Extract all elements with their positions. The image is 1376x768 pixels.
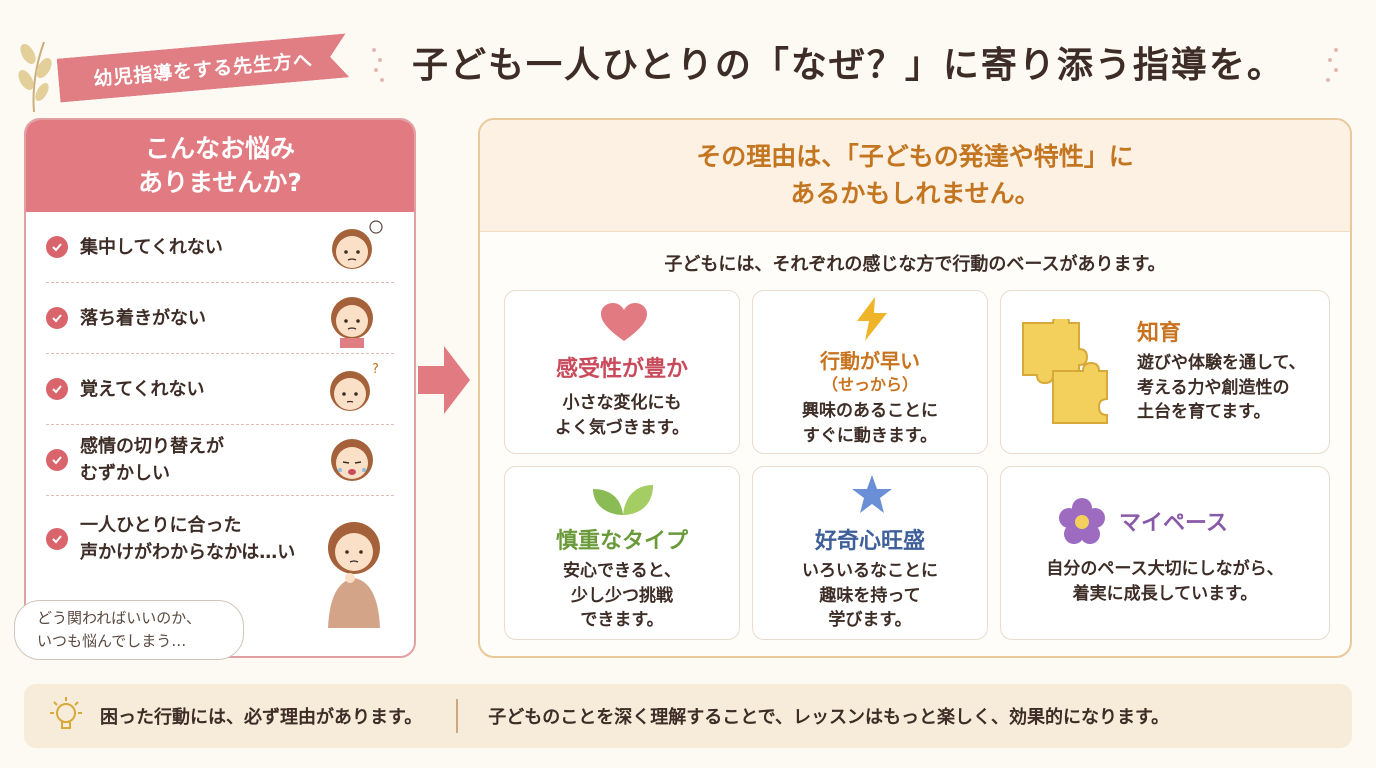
check-icon — [46, 236, 68, 258]
trait-desc: 遊びや体験を通して、 考える力や創造性の 土台を育てます。 — [1137, 353, 1306, 423]
trait-desc: 自分のペース大切にしながら、 着実に成長しています。 — [1046, 559, 1284, 604]
crying-child-icon — [331, 439, 373, 481]
leaf-icon — [18, 41, 52, 113]
trait-desc: 安心できると、 少し少つ挑戦 できます。 — [563, 561, 681, 631]
trait-card: 知育 遊びや体験を通して、 考える力や創造性の 土台を育てます。 — [1000, 290, 1330, 454]
check-icon — [46, 307, 68, 329]
star-icon — [852, 475, 892, 513]
page-title: 子ども一人ひとりの「なぜ？」に寄り添う指導を。 — [412, 44, 1285, 86]
worry-text: 集中してくれない — [80, 236, 223, 258]
reasons-panel: その理由は、「子どもの発達や特性」に あるかもしれません。 子どもには、それぞれ… — [478, 118, 1352, 658]
footer-divider — [456, 699, 459, 733]
worry-list: 集中してくれない 落ち着きがない 覚えてくれない — [26, 212, 414, 582]
child-face-icon — [331, 297, 373, 348]
trait-subtitle: （せっから） — [821, 375, 918, 394]
worry-text: 感情の切り替えが むずかしい — [80, 436, 224, 484]
audience-ribbon: 幼児指導をする先生方へ — [57, 33, 350, 102]
trait-title: 感受性が豊か — [555, 357, 688, 382]
trait-title: 慎重なタイプ — [555, 529, 688, 554]
sprout-icon — [593, 485, 653, 515]
worry-bubble: どう関わればいいのか、 いつも悩んでしまう… — [14, 600, 244, 660]
worry-item: 覚えてくれない ? — [46, 354, 394, 425]
heart-icon — [601, 303, 647, 341]
trait-desc: 興味のあることに すぐに動きます。 — [802, 401, 938, 446]
trait-title: マイペース — [1119, 511, 1228, 536]
trait-card: 慎重なタイプ 安心できると、 少し少つ挑戦 できます。 — [504, 466, 740, 640]
lightbulb-icon — [50, 697, 82, 729]
trait-card: 感受性が豊か 小さな変化にも よく気づきます。 — [504, 290, 740, 454]
worry-text: 一人ひとりに合った 声かけがわからなかは…い — [80, 515, 296, 563]
trait-title: 行動が早い — [820, 349, 920, 373]
flower-icon — [1059, 498, 1105, 544]
trait-card: マイペース 自分のペース大切にしながら、 着実に成長しています。 — [1000, 466, 1330, 640]
reasons-subheading: 子どもには、それぞれの感じな方で行動のベースがあります。 — [664, 254, 1166, 275]
trait-title: 好奇心旺盛 — [814, 529, 925, 554]
child-face-icon: ? — [330, 362, 379, 411]
footer-message-right: 子どものことを深く理解することで、レッスンはもっと楽しく、効果的になります。 — [488, 707, 1170, 728]
check-icon — [46, 449, 68, 471]
reasons-heading: その理由は、「子どもの発達や特性」に あるかもしれません。 — [480, 120, 1350, 232]
puzzle-icon — [1022, 319, 1108, 424]
svg-text:?: ? — [372, 362, 379, 377]
trait-desc: いろいるなことに 趣味を持って 学びます。 — [802, 561, 938, 631]
worry-item: 集中してくれない — [46, 212, 394, 283]
worry-text: 落ち着きがない — [80, 307, 206, 329]
check-icon — [46, 528, 68, 550]
arrow-right-icon — [418, 346, 470, 414]
dots-decoration — [372, 48, 384, 82]
trait-card: 好奇心旺盛 いろいるなことに 趣味を持って 学びます。 — [752, 466, 988, 640]
worry-item: 落ち着きがない — [46, 283, 394, 354]
trait-card: 行動が早い （せっから） 興味のあることに すぐに動きます。 — [752, 290, 988, 454]
worries-heading: こんなお悩み ありませんか? — [26, 120, 414, 212]
header-ribbon-area: 幼児指導をする先生方へ — [14, 22, 354, 113]
footer-banner: 困った行動には、必ず理由があります。 子どものことを深く理解することで、レッスン… — [24, 684, 1352, 748]
lightning-icon — [857, 297, 887, 341]
footer-message-left: 困った行動には、必ず理由があります。 — [100, 707, 423, 728]
child-face-icon — [332, 220, 383, 269]
dots-decoration — [1326, 48, 1338, 82]
trait-desc: 小さな変化にも よく気づきます。 — [554, 393, 690, 438]
worry-item: 一人ひとりに合った 声かけがわからなかは…い — [46, 496, 394, 582]
worry-item: 感情の切り替えが むずかしい — [46, 425, 394, 496]
worry-text: 覚えてくれない — [80, 378, 205, 400]
teacher-illustration — [328, 522, 380, 628]
check-icon — [46, 378, 68, 400]
trait-title: 知育 — [1137, 321, 1182, 346]
